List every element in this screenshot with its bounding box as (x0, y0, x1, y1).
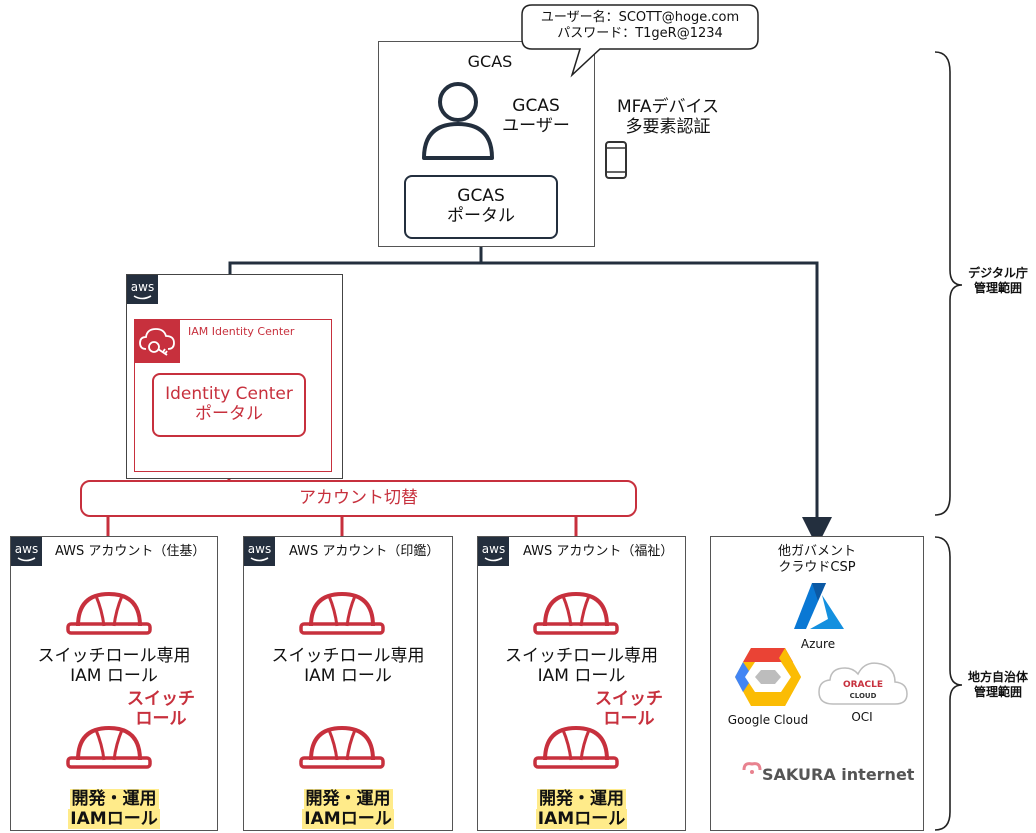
aws-account-box (243, 536, 453, 831)
credentials-callout (521, 4, 759, 78)
google-cloud-logo-icon (735, 648, 801, 706)
identity-center-portal[interactable]: Identity Center ポータル (152, 373, 306, 437)
switch-role-label: スイッチ ロール (595, 689, 663, 729)
sakura-internet-label: SAKURA internet (762, 765, 915, 784)
azure-logo-icon (794, 583, 844, 629)
google-cloud-label: Google Cloud (727, 713, 809, 727)
oci-label: OCI (851, 710, 873, 724)
iam-identity-center-group (134, 319, 332, 472)
switch-role-iam-label: スイッチロール専用 IAM ロール (37, 646, 191, 686)
azure-label: Azure (800, 637, 836, 651)
brace-local (934, 536, 963, 831)
digital-agency-scope-label: デジタル庁 管理範囲 (968, 266, 1028, 295)
aws-account-box (10, 536, 218, 831)
iam-role-helmet-icon (299, 725, 385, 769)
user-icon (422, 82, 494, 160)
switch-role-iam-label: スイッチロール専用 IAM ロール (505, 646, 658, 686)
switch-role-iam-label: スイッチロール専用 IAM ロール (271, 646, 425, 686)
aws-logo-icon: aws (478, 537, 509, 566)
aws-account-box (477, 536, 686, 831)
iam-identity-center-icon (134, 319, 180, 363)
local-gov-scope-label: 地方自治体 管理範囲 (967, 670, 1028, 699)
iam-role-helmet-icon (533, 725, 619, 769)
account-title: AWS アカウント（住基） (55, 544, 206, 559)
iam-role-helmet-icon (66, 591, 152, 635)
mobile-device-icon (605, 141, 627, 179)
gcas-to-other-csp-arrow (481, 261, 832, 547)
iam-role-helmet-icon (66, 725, 152, 769)
gcas-user-label: GCAS ユーザー (502, 96, 570, 136)
sakura-logo-icon (742, 762, 762, 774)
other-csp-title: 他ガバメント クラウドCSP (777, 544, 856, 575)
dev-ops-iam-role-label: 開発・運用 IAMロール (68, 789, 160, 829)
credentials-text: ユーザー名：SCOTT@hoge.com パスワード：T1geR@1234 (540, 10, 740, 41)
account-title: AWS アカウント（印鑑） (289, 544, 440, 559)
mfa-label: MFAデバイス 多要素認証 (616, 97, 719, 137)
account-title: AWS アカウント（福祉） (523, 544, 674, 559)
dev-ops-iam-role-label: 開発・運用 IAMロール (535, 789, 628, 829)
iam-role-helmet-icon (533, 591, 619, 635)
aws-logo-icon: aws (11, 537, 42, 566)
iam-identity-center-label: IAM Identity Center (188, 325, 295, 338)
aws-logo-icon: aws (244, 537, 275, 566)
dev-ops-iam-role-label: 開発・運用 IAMロール (302, 789, 394, 829)
account-switch-bar[interactable]: アカウント切替 (80, 480, 637, 517)
oracle-logo-text: ORACLE (842, 680, 884, 690)
oracle-cloud-logo-icon (818, 662, 908, 705)
gcas-portal[interactable]: GCAS ポータル (404, 175, 558, 239)
aws-logo-icon: aws (127, 275, 158, 304)
switch-role-label: スイッチ ロール (127, 689, 195, 729)
gcas-title: GCAS (467, 52, 513, 71)
oracle-cloud-subtext: CLOUD (849, 692, 877, 700)
iam-role-helmet-icon (299, 591, 385, 635)
brace-digital (934, 51, 963, 516)
